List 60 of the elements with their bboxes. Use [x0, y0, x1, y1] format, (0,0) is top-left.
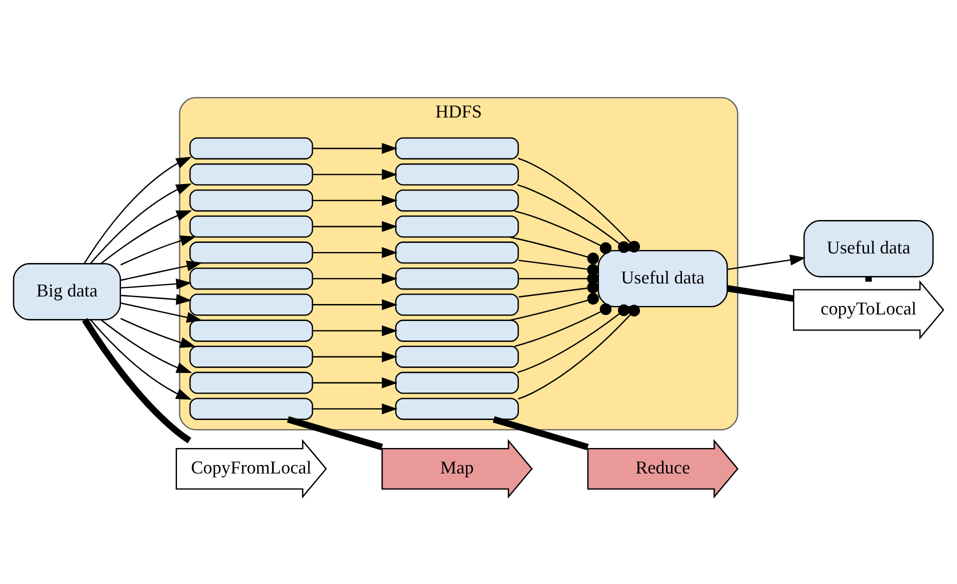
node-box: [395, 163, 519, 186]
connector: [514, 303, 612, 347]
arrow: [120, 260, 202, 281]
node-box: [395, 137, 519, 160]
node-box: [189, 320, 314, 342]
arrow: [312, 351, 398, 362]
arrow: [312, 403, 398, 414]
connector: [510, 292, 599, 321]
connector: [726, 285, 794, 302]
node-box: [395, 398, 519, 420]
arrow: [120, 278, 192, 290]
node-box: [395, 346, 519, 368]
connector: [492, 416, 589, 450]
node-box: [189, 215, 314, 238]
arrow: [120, 302, 202, 323]
node-box: [189, 137, 314, 160]
node-box: [395, 268, 519, 290]
arrow: [84, 156, 192, 264]
node-box: [189, 294, 314, 316]
connector: [518, 304, 640, 400]
node-box: [189, 163, 314, 186]
node-box: [189, 398, 314, 420]
arrow: [312, 195, 398, 206]
node-box: [395, 372, 519, 394]
node-box: [395, 189, 519, 212]
node-box: Useful data: [803, 220, 934, 278]
node-box: [189, 189, 314, 212]
arrow: [312, 247, 398, 258]
connector: [518, 282, 599, 298]
node-box: [189, 268, 314, 290]
node-box: [395, 242, 519, 264]
connector: [510, 236, 599, 264]
arrow: [727, 254, 806, 270]
arrow: [312, 168, 398, 180]
node-box: [395, 320, 519, 342]
arrow: [312, 377, 398, 388]
node-box: Big data: [12, 263, 121, 320]
connector: [514, 210, 612, 254]
arrow: [312, 325, 398, 336]
arrow: [312, 273, 398, 284]
node-box: [395, 215, 519, 238]
node-box: [189, 372, 314, 394]
node-box: [189, 242, 314, 264]
node-box: [189, 346, 314, 368]
arrow: [312, 221, 398, 232]
node-box: Useful data: [598, 250, 728, 308]
arrow: [120, 318, 196, 348]
connector: [517, 304, 630, 374]
arrow: [120, 235, 196, 266]
arrow: [100, 319, 192, 373]
arrow: [312, 299, 398, 310]
connector: [518, 158, 640, 253]
arrow: [100, 210, 192, 264]
arrow: [312, 142, 398, 154]
arrow: [90, 319, 192, 400]
node-box: [395, 294, 519, 316]
connector: [517, 184, 630, 253]
connector: [865, 277, 872, 282]
arrow: [90, 184, 192, 264]
arrow: [120, 294, 192, 305]
